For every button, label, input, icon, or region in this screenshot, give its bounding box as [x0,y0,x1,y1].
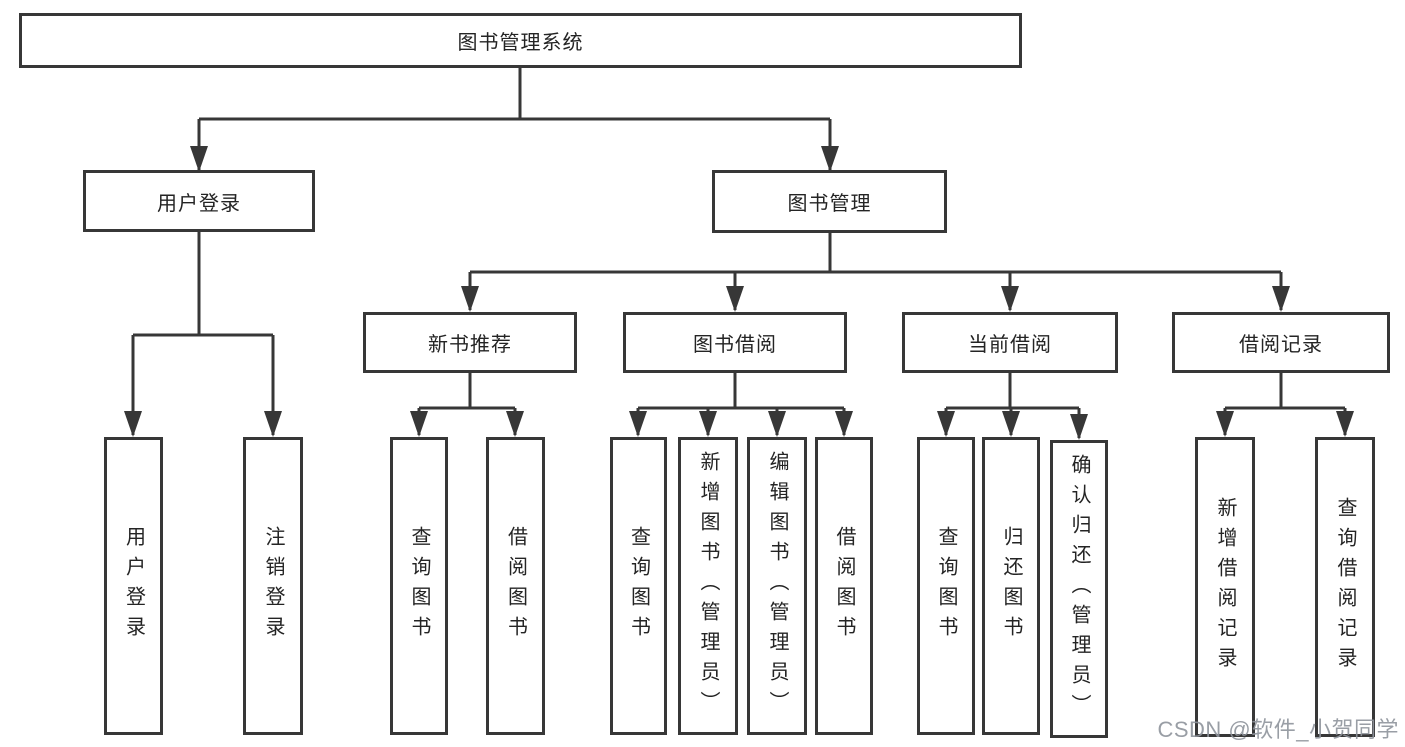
leaf-user-login: 用户登录 [104,437,163,735]
leaf-recommend-borrow-books: 借阅图书 [486,437,545,735]
leaf-borrowing-borrow-books: 借阅图书 [815,437,873,735]
leaf-current-query-books: 查询图书 [917,437,975,735]
node-library-management-system: 图书管理系统 [19,13,1022,68]
node-new-book-recommendation: 新书推荐 [363,312,577,373]
leaf-borrowing-add-books-admin: 新增图书（管理员） [678,437,738,735]
leaf-borrowing-query-books: 查询图书 [610,437,667,735]
leaf-recommend-query-books: 查询图书 [390,437,448,735]
node-current-borrowing: 当前借阅 [902,312,1118,373]
node-book-management: 图书管理 [712,170,947,233]
csdn-watermark: CSDN @软件_小贺同学 [1157,717,1399,742]
leaf-records-query-record: 查询借阅记录 [1315,437,1375,737]
leaf-logout: 注销登录 [243,437,303,735]
leaf-borrowing-edit-books-admin: 编辑图书（管理员） [747,437,807,735]
leaf-current-confirm-return-admin: 确认归还（管理员） [1050,440,1108,738]
leaf-current-return-books: 归还图书 [982,437,1040,735]
node-user-login: 用户登录 [83,170,315,232]
node-book-borrowing: 图书借阅 [623,312,847,373]
node-borrowing-records: 借阅记录 [1172,312,1390,373]
leaf-records-add-record: 新增借阅记录 [1195,437,1255,737]
